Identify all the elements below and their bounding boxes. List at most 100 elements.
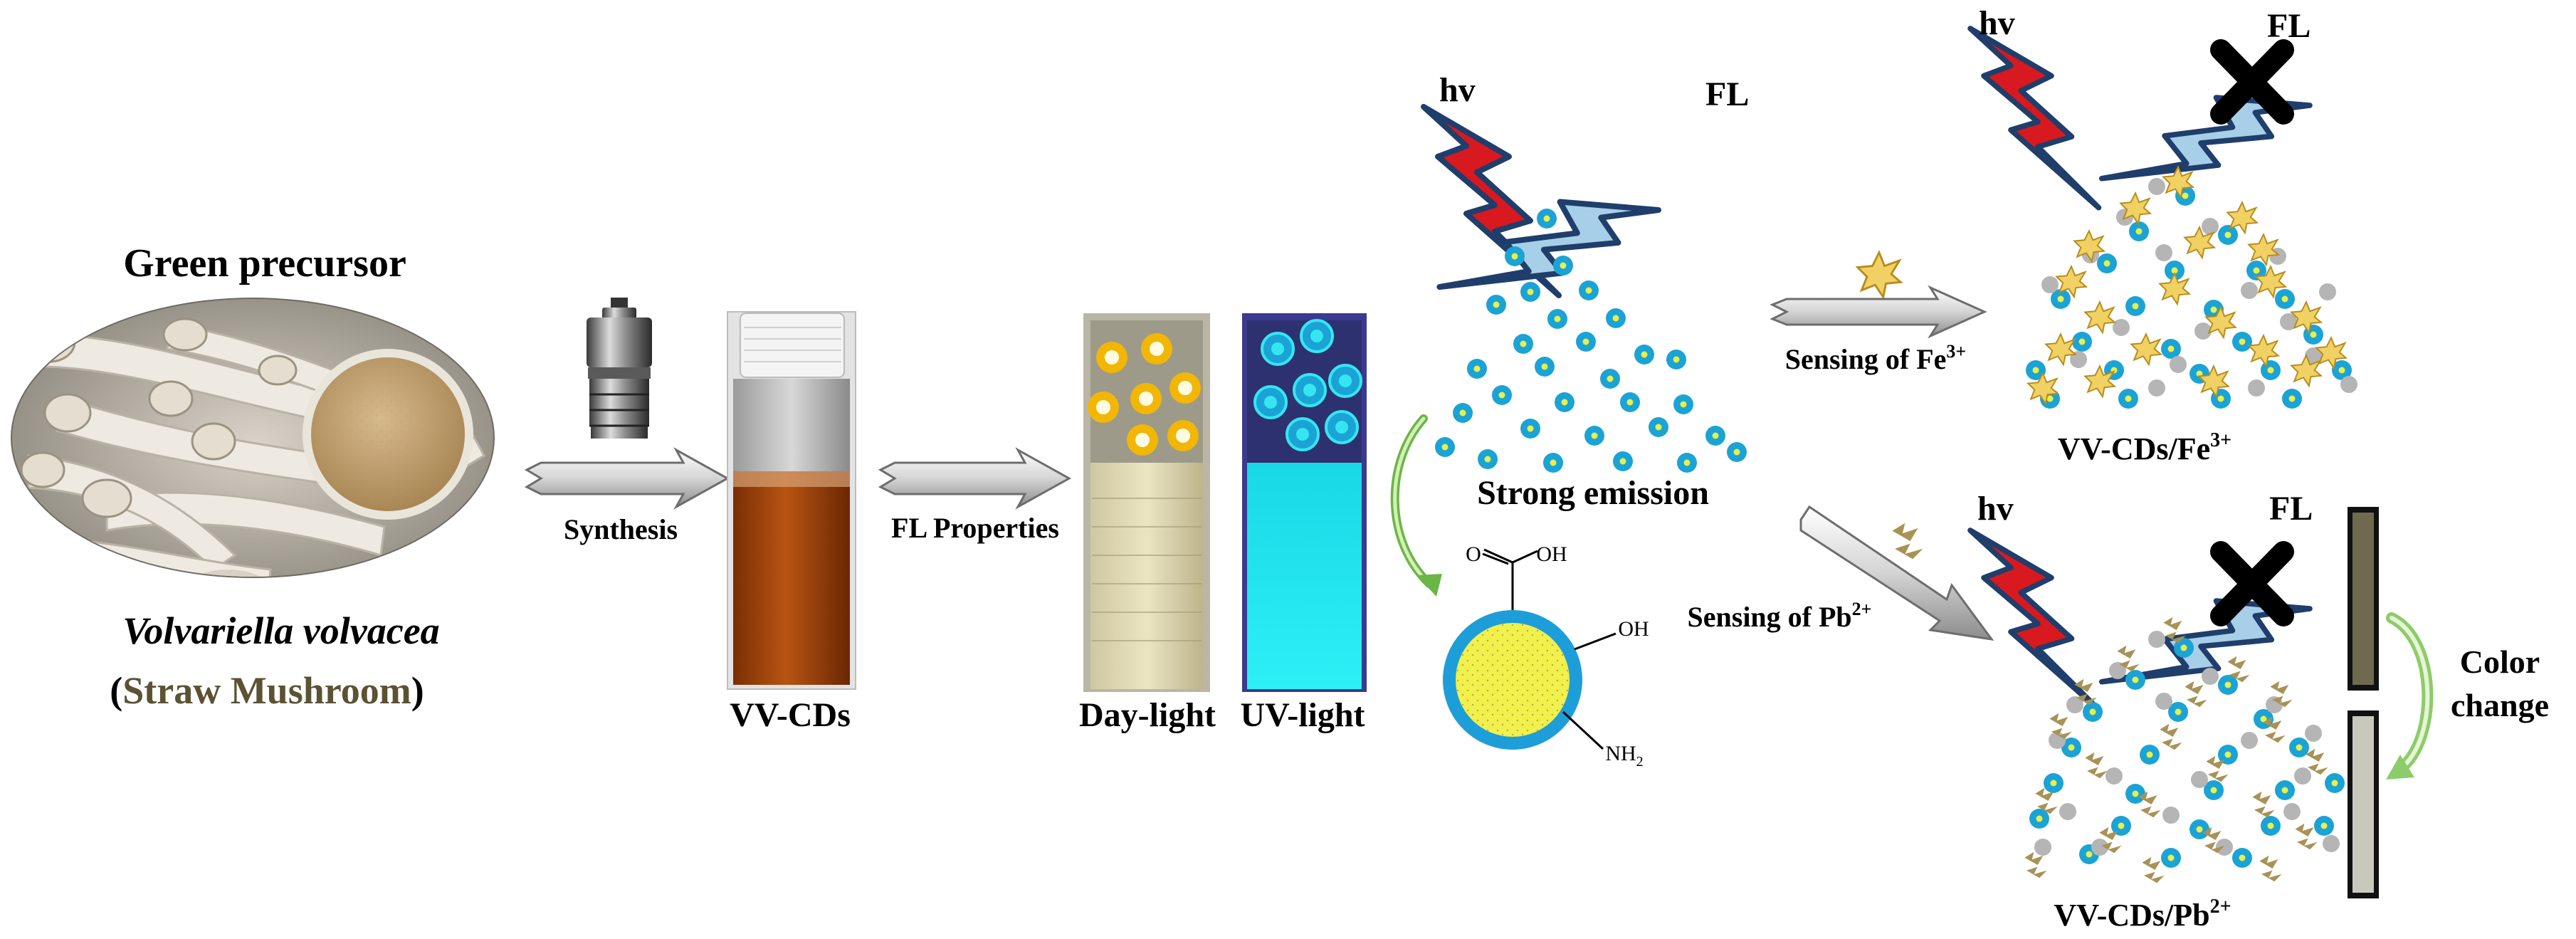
pb-ion-icon bbox=[2035, 787, 2058, 814]
fe-ion-icon bbox=[2197, 364, 2231, 399]
fl-properties-label: FL Properties bbox=[891, 512, 1059, 544]
fe-ion-icon bbox=[2204, 305, 2238, 340]
glowing-carbon-dot bbox=[1261, 332, 1295, 366]
carbon-dot bbox=[1634, 345, 1654, 364]
quencher-particle bbox=[2155, 693, 2172, 710]
orange-carbon-dot bbox=[1096, 342, 1127, 373]
carbon-dot bbox=[2125, 670, 2145, 690]
fe-ion-icon bbox=[2073, 229, 2106, 263]
glowing-carbon-dot bbox=[1293, 373, 1327, 407]
carbon-dot bbox=[1673, 394, 1693, 414]
carbon-dot bbox=[2026, 360, 2046, 380]
carbon-dot bbox=[1535, 357, 1555, 377]
carbon-dot bbox=[1537, 209, 1557, 229]
carbon-dot bbox=[2174, 638, 2194, 658]
quencher-particle bbox=[2148, 379, 2165, 397]
autoclave-icon bbox=[587, 298, 652, 439]
quencher-particle bbox=[2162, 807, 2180, 824]
glowing-carbon-dot bbox=[1325, 410, 1359, 444]
glowing-carbon-dot bbox=[1286, 417, 1320, 451]
carbon-dot bbox=[2044, 773, 2064, 793]
quencher-particle bbox=[2305, 347, 2322, 364]
carbon-dot bbox=[2140, 745, 2160, 765]
fe-sensing-label: Sensing of Fe3+ bbox=[1785, 341, 1967, 375]
pb-ion-icon bbox=[2295, 823, 2318, 850]
carbon-dot bbox=[1579, 280, 1599, 300]
carbon-dot bbox=[1727, 442, 1747, 462]
pb-ion-icon bbox=[2252, 791, 2275, 818]
pb-ion-icon bbox=[2024, 851, 2047, 878]
uv-vial bbox=[1242, 313, 1367, 692]
quencher-particle bbox=[2034, 839, 2051, 856]
carbon-dot bbox=[2261, 816, 2281, 836]
pb-sensing-label: Sensing of Pb2+ bbox=[1688, 599, 1872, 633]
carbon-dot bbox=[2129, 221, 2149, 241]
pb-result-label: VV-CDs/Pb2+ bbox=[2054, 896, 2231, 933]
fe-excitation-label: hv bbox=[1979, 4, 2015, 42]
orange-carbon-dot bbox=[1167, 420, 1199, 451]
pb-ion-icon-small bbox=[1892, 523, 1923, 560]
daylight-carbon-dots bbox=[1088, 333, 1201, 456]
carbon-dot bbox=[2204, 780, 2224, 800]
pb-excitation-label: hv bbox=[1977, 490, 2014, 528]
quencher-particle bbox=[2323, 835, 2340, 852]
color-change-curved-arrow bbox=[2386, 612, 2434, 780]
carbon-dot bbox=[2232, 332, 2252, 352]
carbon-dot bbox=[1435, 437, 1455, 457]
uv-label: UV-light bbox=[1240, 696, 1365, 734]
precursor-heading: Green precursor bbox=[123, 241, 406, 285]
orange-carbon-dot bbox=[1141, 333, 1172, 364]
pb-ion-icon bbox=[2085, 752, 2108, 779]
fe-ion-icon bbox=[2226, 200, 2259, 235]
fe-ion-icon bbox=[2119, 191, 2152, 226]
carbon-dot bbox=[2189, 819, 2209, 839]
hydroxyl-label: OH bbox=[1618, 617, 1649, 641]
carbon-dot bbox=[1505, 246, 1525, 266]
carbon-dot bbox=[1492, 385, 1512, 405]
daylight-vial bbox=[1083, 313, 1210, 692]
carbon-dot bbox=[2325, 773, 2345, 793]
fe-ion-icon bbox=[2055, 264, 2088, 299]
fe-ion-icon bbox=[2026, 371, 2060, 406]
carbon-dot bbox=[1705, 426, 1725, 446]
pb-ion-icon bbox=[2259, 855, 2282, 882]
pb-quench-x-icon bbox=[2210, 541, 2294, 626]
quencher-particle bbox=[2191, 771, 2208, 788]
quencher-particle bbox=[2241, 732, 2258, 749]
fe-ion-icon bbox=[2315, 335, 2348, 370]
carbon-dot bbox=[1649, 417, 1668, 437]
carbon-dot-structure bbox=[1443, 548, 1616, 750]
pb-ion-icon bbox=[2270, 681, 2293, 708]
pb-ion-icon bbox=[2227, 656, 2250, 683]
fe-ion-icon bbox=[2290, 300, 2323, 335]
carbon-dot bbox=[2051, 289, 2071, 309]
fe-fluorescence-label: FL bbox=[2267, 7, 2310, 45]
pb-ion-icon bbox=[2185, 681, 2207, 708]
quencher-particle bbox=[2070, 351, 2087, 368]
common-name-line: (Straw Mushroom) bbox=[110, 669, 424, 712]
quencher-particle bbox=[2066, 696, 2083, 713]
fe-excitation-lightning-icon bbox=[1970, 28, 2099, 208]
pb-fluorescence-label: FL bbox=[2269, 490, 2313, 528]
carbon-dot bbox=[1520, 282, 1540, 302]
orange-carbon-dot bbox=[1127, 424, 1158, 456]
before-strip bbox=[2348, 507, 2379, 691]
daylight-label: Day-light bbox=[1079, 696, 1216, 734]
fe-ion-icon bbox=[2290, 353, 2323, 388]
carbon-dot bbox=[1600, 369, 1620, 389]
carbon-dot bbox=[2097, 253, 2117, 273]
carbon-dot bbox=[2282, 389, 2302, 409]
quencher-particle bbox=[2202, 668, 2219, 685]
fe-ion-icon bbox=[2183, 225, 2217, 260]
carbon-dot bbox=[2165, 261, 2185, 280]
quencher-particle bbox=[2091, 839, 2108, 856]
carbon-dot bbox=[2125, 784, 2145, 804]
orange-carbon-dot bbox=[1169, 372, 1201, 404]
fe-ion-icon bbox=[2083, 364, 2117, 399]
fe-ion-icon bbox=[2247, 232, 2281, 267]
quencher-particle bbox=[2294, 767, 2311, 785]
carbon-dot bbox=[1555, 392, 1574, 412]
uv-carbon-dots bbox=[1253, 319, 1362, 451]
carbon-dot bbox=[2111, 816, 2131, 836]
